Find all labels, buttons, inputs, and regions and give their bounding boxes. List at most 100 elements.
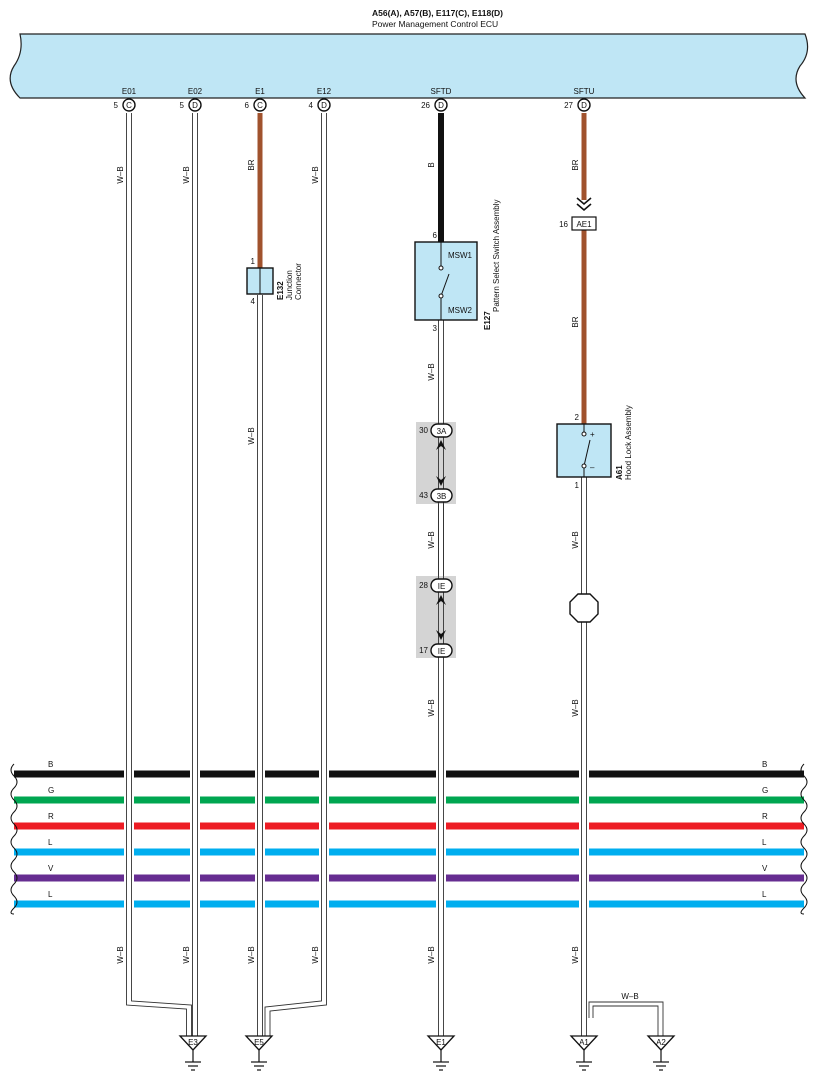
bus-label-left: L (48, 890, 53, 899)
connector-3b: 43 3B (419, 488, 453, 503)
terminal-name-sftd: SFTD (431, 87, 452, 96)
bus-line-v: V V (14, 864, 804, 882)
ground-label-a2: A2 (656, 1038, 666, 1047)
ecu-body (9, 33, 809, 99)
terminal-name-sftu: SFTU (574, 87, 595, 96)
wire-e12-wb (264, 113, 327, 1036)
junction-connector: 1 4 E132 Junction Connector (246, 257, 303, 306)
bus-line-b: B B (14, 760, 804, 778)
junction-code: E132 (276, 281, 285, 300)
hood-lock-code: A61 (615, 465, 624, 480)
wire-e01-wb (126, 113, 192, 1036)
connector-ie-upper-pin: 28 (419, 581, 428, 590)
bus-label-right: V (762, 864, 768, 873)
wire-code-sftu-mid: BR (571, 316, 580, 327)
terminals: 5 C 5 D 6 C 4 D 26 D 27 D (114, 98, 591, 112)
junction-pin-bottom: 4 (251, 297, 256, 306)
wire-crossings (124, 768, 589, 910)
connector-3b-pin: 43 (419, 491, 428, 500)
wire-code-sftd-top: B (427, 162, 436, 167)
wire-code-e01-bottom: W–B (116, 946, 125, 963)
wire-code-e1-bottom: W–B (247, 946, 256, 963)
wire-code-e12-top: W–B (311, 166, 320, 183)
wire-code-e12-bottom: W–B (311, 946, 320, 963)
wires (257, 113, 587, 424)
switch-blade-icon (440, 273, 450, 297)
terminal-pin-e12: 4 (309, 101, 314, 110)
ground-e3: E3 (178, 1035, 208, 1071)
wire-code-e1-mid: W–B (247, 427, 256, 444)
chevron-down-icon (576, 197, 592, 212)
crossing-wires (126, 768, 587, 910)
grounds: E3 E5 E1 A1 (178, 1035, 676, 1071)
wire-code-sftd-mid3: W–B (427, 699, 436, 716)
break-mark-left (10, 763, 18, 915)
bus-label-right: L (762, 890, 767, 899)
ecu-name: Power Management Control ECU (372, 19, 498, 29)
wire-code-e02-top: W–B (182, 166, 191, 183)
ae1-pin: 16 (559, 220, 568, 229)
terminal-pin-e02: 5 (180, 101, 185, 110)
sftd-connectors: 30 3A 43 3B 28 IE 17 IE (416, 422, 456, 658)
wire-e1-wb (257, 295, 263, 1036)
switch-blade-icon (583, 439, 591, 467)
bus-label-left: B (48, 760, 53, 769)
wire-code-sftu-bottom: W–B (571, 946, 580, 963)
connector-ie-lower-code: IE (438, 647, 446, 656)
pattern-switch-code: E127 (483, 311, 492, 330)
wire-code-e02-bottom: W–B (182, 946, 191, 963)
terminal-sftu: 27 D (564, 98, 591, 112)
terminal-conn-e1: C (257, 101, 263, 110)
terminal-pin-e01: 5 (114, 101, 119, 110)
terminal-conn-sftd: D (438, 101, 444, 110)
ground-label-a1: A1 (579, 1038, 589, 1047)
terminal-pin-sftu: 27 (564, 101, 573, 110)
bus-line-r: R R (14, 812, 804, 830)
connector-3a: 30 3A (419, 423, 453, 438)
hood-lock-assembly: 2 + – 1 A61 Hood Lock Assembly (556, 405, 633, 490)
pattern-select-switch: 6 MSW1 MSW2 3 E127 Pattern Select Switch… (414, 200, 501, 333)
wire-code-e1-top: BR (247, 159, 256, 170)
wire-code-e01-top: W–B (116, 166, 125, 183)
terminal-sftd: 26 D (421, 98, 448, 112)
pattern-switch-pin-bottom: 3 (433, 324, 438, 333)
bus-label-left: V (48, 864, 54, 873)
terminal-name-e1: E1 (255, 87, 265, 96)
hood-lock-plus: + (590, 430, 595, 439)
ground-a1: A1 (569, 1035, 599, 1071)
terminal-name-e02: E02 (188, 87, 203, 96)
ecu-codes: A56(A), A57(B), E117(C), E118(D) (372, 8, 503, 18)
ground-label-e5: E5 (254, 1038, 264, 1047)
hood-lock-name: Hood Lock Assembly (624, 405, 633, 480)
hood-lock-minus: – (590, 463, 595, 472)
hood-lock-pin-top: 2 (575, 413, 580, 422)
connector-3b-code: 3B (437, 492, 447, 501)
terminal-conn-sftu: D (581, 101, 587, 110)
junction-pin-top: 1 (251, 257, 256, 266)
terminal-pin-sftd: 26 (421, 101, 430, 110)
bus-label-right: R (762, 812, 768, 821)
wire-code-sftd-mid2: W–B (427, 531, 436, 548)
wire-code-sftd-mid1: W–B (427, 363, 436, 380)
ground-e1: E1 (426, 1035, 456, 1071)
pattern-switch-contact-top: MSW1 (448, 251, 473, 260)
bus-label-left: G (48, 786, 54, 795)
wire-code-a1-a2: W–B (621, 992, 638, 1001)
bus-line-l: L L (14, 838, 804, 856)
wire-code-sftd-bottom: W–B (427, 946, 436, 963)
bus-lines: B B G G R R L L V V L L (10, 760, 808, 915)
terminal-e02: 5 D (180, 98, 202, 112)
wire-code-sftu-top: BR (571, 159, 580, 170)
ae1-code: AE1 (576, 220, 592, 229)
connector-ie-lower-pin: 17 (419, 646, 428, 655)
ground-label-e1: E1 (436, 1038, 446, 1047)
terminal-conn-e01: C (126, 101, 132, 110)
terminal-e12: 4 D (309, 98, 331, 112)
bus-label-left: R (48, 812, 54, 821)
break-mark-right (800, 763, 808, 915)
terminal-name-e12: E12 (317, 87, 332, 96)
bus-line-l2: L L (14, 890, 804, 908)
bus-label-right: G (762, 786, 768, 795)
ground-label-e3: E3 (188, 1038, 198, 1047)
